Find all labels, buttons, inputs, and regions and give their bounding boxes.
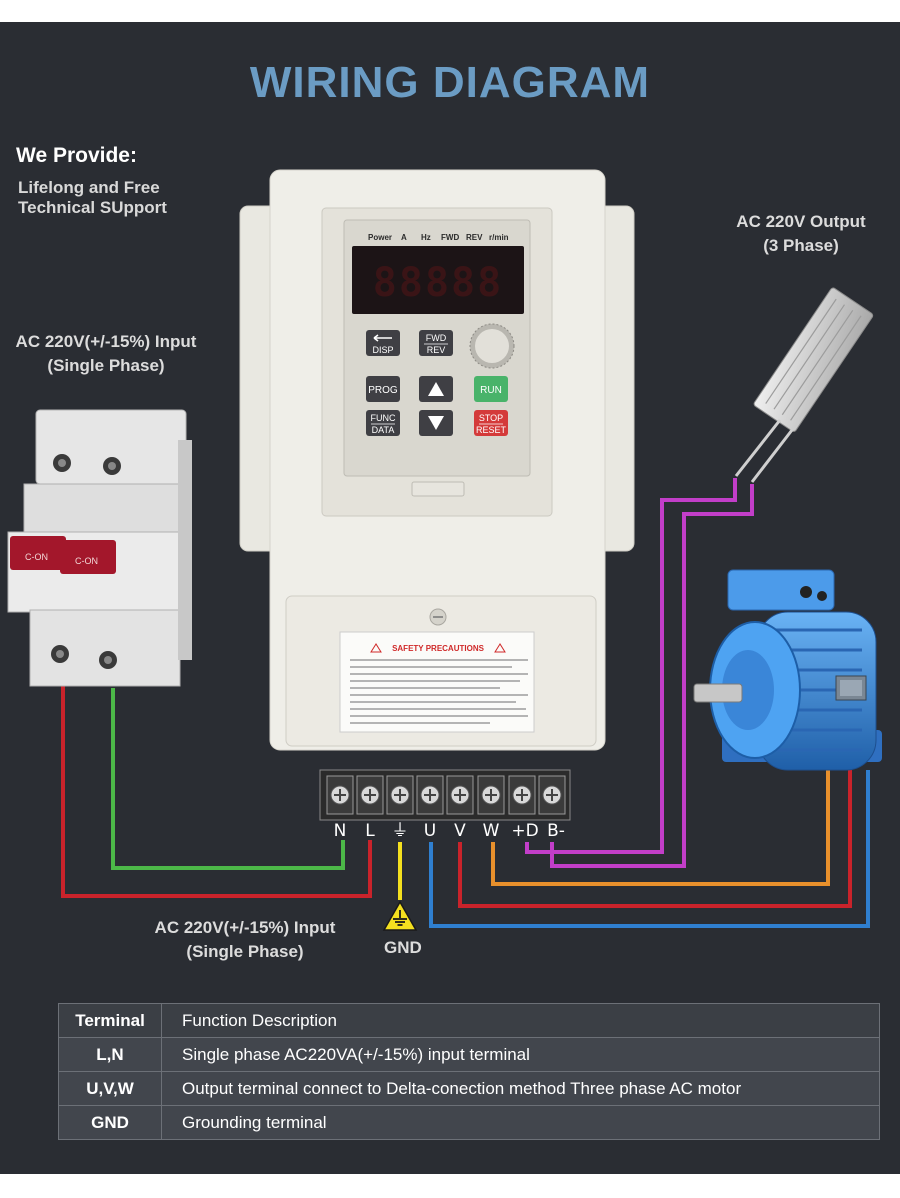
reset-label: RESET	[476, 425, 507, 435]
wire-orange-w	[491, 770, 830, 886]
wire-blue-u	[429, 770, 870, 928]
terminal-label: V	[454, 821, 466, 841]
promo-heading: We Provide:	[16, 144, 137, 167]
table-header-row: Terminal Function Description	[58, 1003, 880, 1038]
table-row: U,V,W Output terminal connect to Delta-c…	[58, 1071, 880, 1106]
output-label: AC 220V Output (3 Phase)	[736, 212, 866, 255]
table-cell-description: Grounding terminal	[161, 1105, 880, 1140]
wire-purple-d	[525, 478, 737, 854]
resistor-lead-2	[750, 429, 794, 483]
rev-label: REV	[427, 345, 446, 355]
terminal-screw	[386, 775, 414, 815]
terminal-label: +D	[511, 821, 538, 841]
gnd-label: GND	[384, 938, 422, 957]
safety-title: SAFETY PRECAUTIONS	[392, 644, 485, 653]
warning-icon-right	[494, 643, 506, 653]
safety-fine-print	[350, 659, 528, 724]
terminal-screw	[326, 775, 354, 815]
input-label-top: AC 220V(+/-15%) Input (Single Phase)	[15, 332, 197, 375]
safety-label	[339, 631, 535, 733]
page-title: WIRING DIAGRAM	[249, 58, 651, 107]
prog-label: PROG	[368, 385, 398, 396]
resistor-lead-1	[734, 419, 782, 477]
table-row: GND Grounding terminal	[58, 1105, 880, 1140]
table-cell-description: Single phase AC220VA(+/-15%) input termi…	[161, 1037, 880, 1072]
indicator-rmin: r/min	[489, 233, 509, 242]
terminal-screw	[416, 775, 444, 815]
terminal-label: U	[424, 821, 436, 841]
terminal-label: W	[483, 821, 500, 841]
stop-reset-button[interactable]: STOP RESET	[474, 410, 508, 436]
speed-knob[interactable]	[469, 323, 515, 369]
terminal-screw	[538, 775, 566, 815]
table-header-function: Function Description	[161, 1003, 880, 1038]
panel-latch	[411, 481, 465, 497]
circuit-breaker: C-ON C-ON	[7, 409, 192, 687]
run-button[interactable]: RUN	[474, 376, 508, 402]
indicator-fwd: FWD	[441, 233, 459, 242]
table-row: L,N Single phase AC220VA(+/-15%) input t…	[58, 1037, 880, 1072]
table-header-terminal: Terminal	[58, 1003, 162, 1038]
warning-icon	[370, 643, 382, 653]
fwd-label: FWD	[426, 333, 447, 343]
terminal-table: Terminal Function Description L,N Single…	[58, 1003, 880, 1140]
func-data-button[interactable]: FUNC DATA	[366, 410, 400, 436]
motor	[693, 569, 882, 771]
stop-label: STOP	[479, 413, 503, 423]
terminal-screw	[356, 775, 384, 815]
braking-resistor	[753, 287, 874, 432]
table-cell-terminal: U,V,W	[58, 1071, 162, 1106]
table-cell-description: Output terminal connect to Delta-conecti…	[161, 1071, 880, 1106]
terminal-screw	[508, 775, 536, 815]
wire-green-n	[111, 688, 345, 870]
terminal-label: ⏚	[392, 821, 409, 841]
indicator-hz: Hz	[421, 233, 431, 242]
wire-red-v	[458, 770, 852, 908]
run-label: RUN	[480, 385, 502, 396]
terminal-label: B-	[547, 821, 565, 841]
terminal-screw	[477, 775, 505, 815]
terminal-screw	[446, 775, 474, 815]
fwd-rev-button[interactable]: FWD REV	[419, 330, 453, 356]
table-cell-terminal: GND	[58, 1105, 162, 1140]
terminal-label: N	[334, 821, 347, 841]
arrow-up-icon	[428, 382, 444, 396]
up-button[interactable]	[419, 376, 453, 402]
arrow-down-icon	[428, 416, 444, 430]
arrow-left-icon	[373, 334, 392, 342]
inverter: Power A Hz FWD REV r/min 88888 DISP FWD …	[239, 169, 635, 751]
prog-button[interactable]: PROG	[366, 376, 400, 402]
func-label: FUNC	[371, 413, 396, 423]
indicator-rev: REV	[466, 233, 483, 242]
input-label-bottom: AC 220V(+/-15%) Input (Single Phase)	[154, 918, 336, 961]
wire-purple-b	[550, 484, 754, 868]
wires	[61, 478, 870, 928]
breaker-label-1: C-ON	[25, 552, 48, 562]
promo-text: Lifelong and Free Technical SUpport	[18, 178, 167, 217]
ground-warning-icon	[382, 900, 418, 931]
disp-label: DISP	[372, 345, 393, 355]
indicator-a: A	[401, 233, 407, 242]
down-button[interactable]	[419, 410, 453, 436]
disp-button[interactable]: DISP	[366, 330, 400, 356]
terminal-label: L	[365, 821, 375, 841]
data-label: DATA	[372, 425, 395, 435]
breaker-label-2: C-ON	[75, 556, 98, 566]
table-cell-terminal: L,N	[58, 1037, 162, 1072]
wire-red-l	[61, 672, 372, 898]
indicator-power: Power	[368, 233, 392, 242]
led-display: 88888	[373, 260, 503, 306]
